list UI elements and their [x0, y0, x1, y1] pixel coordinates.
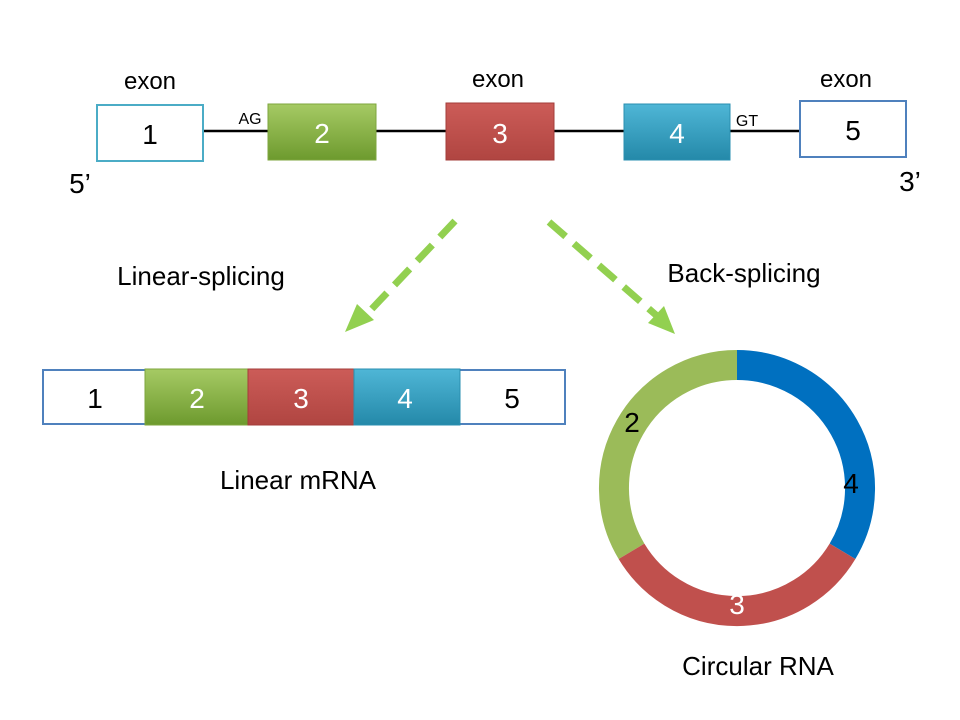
exon-caption-left: exon [124, 68, 176, 95]
gene-exon-5-box [799, 100, 907, 158]
back-splicing-label: Back-splicing [667, 258, 820, 288]
mrna-exon-3-box [247, 368, 355, 426]
mrna-exon-4-box [353, 368, 461, 426]
mrna-exon-1-box [42, 369, 148, 425]
pre-mrna-gene: 1 2 3 4 5 exon exon exon AG GT 5’ 3’ [69, 66, 921, 199]
ring-segment-exon-3 [618, 543, 856, 627]
linear-mrna-label: Linear mRNA [220, 465, 377, 495]
three-prime-label: 3’ [899, 166, 921, 197]
donor-site-label: GT [736, 113, 758, 130]
ring-segment-exon-2 [599, 350, 738, 560]
exon-caption-right: exon [820, 66, 872, 93]
gene-exon-4-box [623, 103, 731, 161]
linear-mrna: 1 2 3 4 5 [42, 368, 566, 426]
gene-exon-3-box [445, 102, 555, 161]
mrna-exon-4-label: 4 [397, 383, 413, 414]
acceptor-site-label: AG [238, 111, 261, 128]
exon-caption-middle: exon [472, 66, 524, 93]
linear-splicing-arrow [345, 218, 458, 332]
gene-exon-3-label: 3 [492, 118, 508, 149]
gene-exon-2-label: 2 [314, 118, 330, 149]
back-splicing-arrow [546, 219, 675, 334]
mrna-exon-1-label: 1 [87, 383, 103, 414]
gene-exon-5-label: 5 [845, 115, 861, 146]
mrna-exon-5-label: 5 [504, 383, 520, 414]
gene-exon-2-box [267, 103, 377, 161]
circular-rna: 2 4 3 [599, 350, 875, 627]
ring-segment-exon-4 [736, 350, 875, 560]
circular-rna-label: Circular RNA [682, 651, 834, 681]
gene-exon-1-label: 1 [142, 119, 158, 150]
mrna-exon-2-box [144, 368, 250, 426]
linear-splicing-label: Linear-splicing [117, 261, 285, 291]
five-prime-label: 5’ [69, 168, 91, 199]
mrna-exon-2-label: 2 [189, 383, 205, 414]
mrna-exon-3-label: 3 [293, 383, 309, 414]
gene-exon-1-box [96, 104, 204, 162]
mrna-exon-5-box [458, 369, 566, 425]
ring-exon-2-label: 2 [624, 407, 640, 438]
ring-exon-3-label: 3 [729, 589, 745, 620]
ring-exon-4-label: 4 [843, 468, 859, 499]
gene-exon-4-label: 4 [669, 118, 685, 149]
